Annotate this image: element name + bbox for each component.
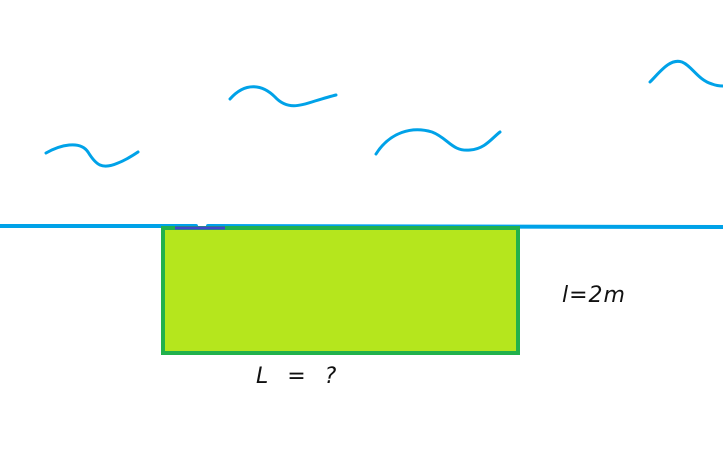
- width-label: l=2m: [562, 283, 626, 308]
- cloud-wave-1: [44, 143, 140, 168]
- length-label: L = ?: [256, 364, 343, 389]
- rectangle-field: [161, 226, 520, 355]
- cloud-wave-2: [228, 85, 338, 108]
- cloud-wave-4: [648, 59, 723, 88]
- cloud-wave-3: [374, 128, 502, 156]
